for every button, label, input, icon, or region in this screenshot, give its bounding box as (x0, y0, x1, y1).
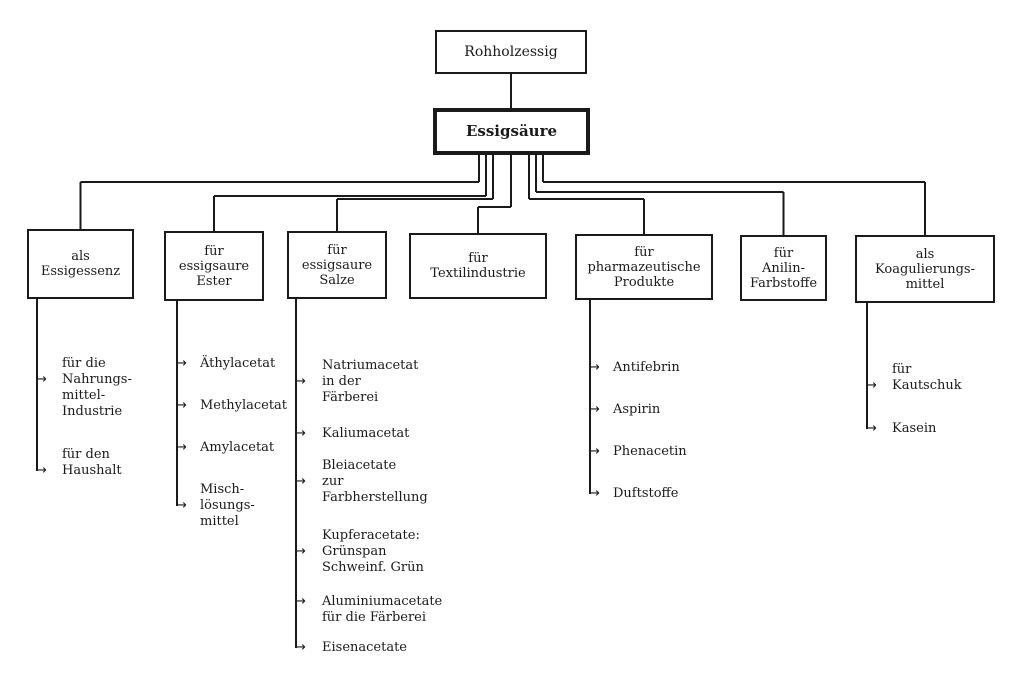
leaf-arrow-icon: → (295, 426, 306, 441)
leaf-arrow-icon: → (589, 360, 600, 375)
leaf-item: Kaliumacetat (322, 426, 410, 441)
root-box: Rohholzessig (435, 30, 587, 74)
category-box: für Textilindustrie (409, 233, 547, 299)
leaf-item: für Kautschuk (892, 362, 962, 393)
leaf-arrow-icon: → (295, 594, 306, 609)
category-box: als Essigessenz (27, 229, 134, 299)
leaf-item: Methylacetat (200, 398, 288, 413)
leaf-item: Amylacetat (200, 440, 275, 455)
leaf-item: Kupferacetate: Grünspan Schweinf. Grün (322, 528, 424, 575)
category-box: für essigsaure Ester (164, 231, 264, 301)
leaf-item: Äthylacetat (200, 356, 276, 371)
category-box: für pharmazeutische Produkte (575, 234, 713, 300)
leaf-arrow-icon: → (866, 378, 877, 393)
leaf-arrow-icon: → (589, 402, 600, 417)
leaf-item: Misch- lösungs- mittel (200, 482, 255, 529)
leaf-item: Kasein (892, 421, 937, 436)
leaf-arrow-icon: → (176, 498, 187, 513)
leaf-item: Antifebrin (613, 360, 680, 375)
leaf-item: Aspirin (613, 402, 661, 417)
leaf-arrow-icon: → (36, 372, 47, 387)
leaf-item: Eisenacetate (322, 640, 408, 655)
leaf-item: Duftstoffe (613, 486, 679, 501)
category-box: für Anilin- Farbstoffe (740, 235, 827, 301)
main-box: Essigsäure (433, 108, 590, 155)
category-box: für essigsaure Salze (287, 231, 387, 299)
leaf-arrow-icon: → (866, 421, 877, 436)
leaf-item: Aluminiumacetate für die Färberei (322, 594, 443, 625)
leaf-arrow-icon: → (295, 640, 306, 655)
leaf-arrow-icon: → (176, 398, 187, 413)
leaf-arrow-icon: → (295, 374, 306, 389)
leaf-item: für die Nahrungs- mittel- Industrie (62, 356, 132, 419)
leaf-item: Bleiacetate zur Farbherstellung (322, 458, 428, 505)
category-box: als Koagulierungs- mittel (855, 235, 995, 303)
leaf-arrow-icon: → (589, 486, 600, 501)
leaf-arrow-icon: → (589, 444, 600, 459)
leaf-arrow-icon: → (176, 440, 187, 455)
leaf-item: Natriumacetat in der Färberei (322, 358, 419, 405)
leaf-item: für den Haushalt (62, 447, 122, 478)
leaf-arrow-icon: → (36, 463, 47, 478)
leaf-item: Phenacetin (613, 444, 687, 459)
leaf-arrow-icon: → (295, 544, 306, 559)
leaf-arrow-icon: → (295, 474, 306, 489)
leaf-arrow-icon: → (176, 356, 187, 371)
